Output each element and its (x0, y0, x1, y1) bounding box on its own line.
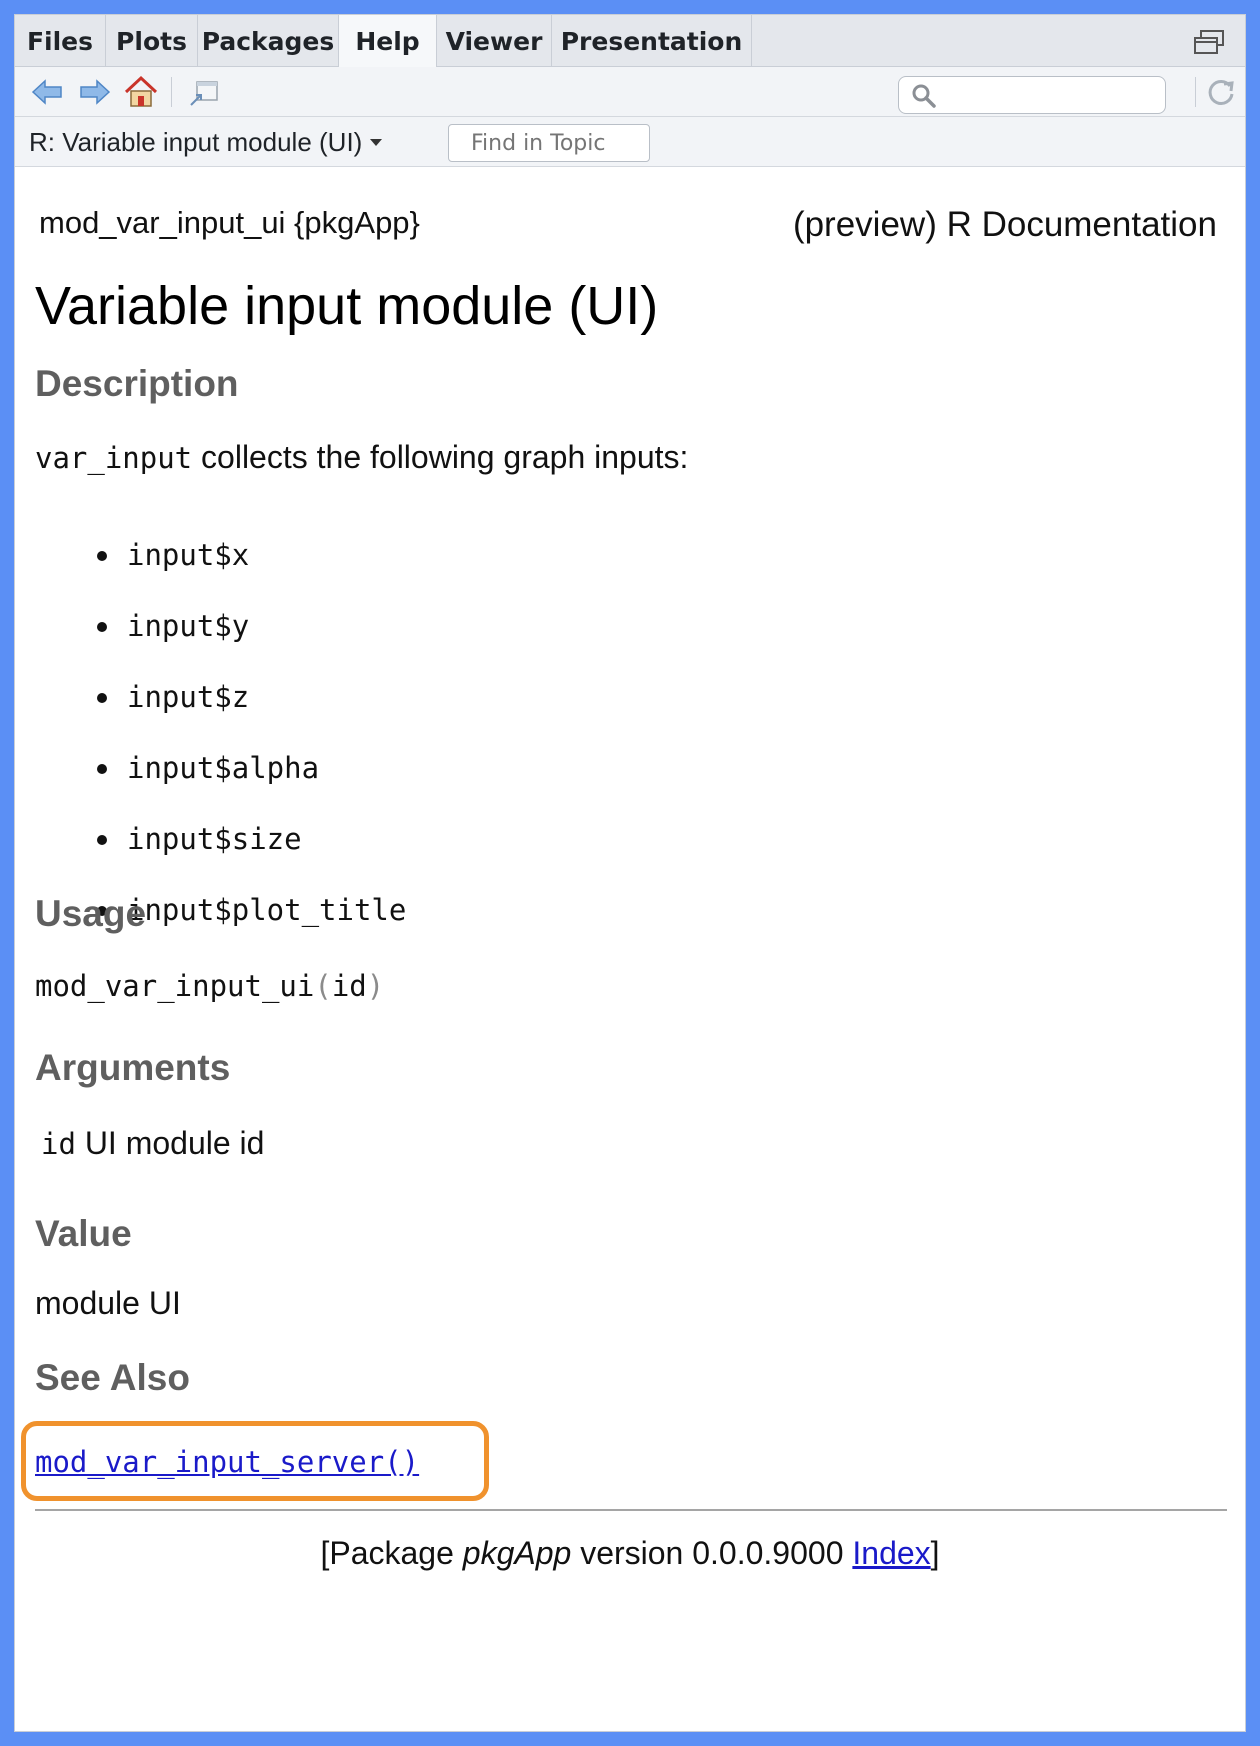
footer-divider (35, 1509, 1227, 1511)
usage-open-paren: ( (314, 969, 332, 1003)
tab-files[interactable]: Files (15, 15, 106, 67)
arguments-heading: Arguments (35, 1047, 231, 1088)
popout-window-icon[interactable] (1193, 29, 1225, 55)
list-item: input$size (87, 821, 406, 892)
list-item: input$plot_title (87, 892, 406, 963)
description-code: var_input (35, 441, 193, 475)
footer-version: version 0.0.0.9000 (571, 1535, 853, 1571)
description-sentence: collects the following graph inputs: (192, 439, 689, 475)
inputs-list: input$x input$y input$z input$alpha inpu… (87, 537, 406, 963)
see-also-link[interactable]: mod_var_input_server() (35, 1445, 420, 1479)
search-icon (912, 84, 936, 108)
highlight-box (21, 1421, 489, 1501)
tab-presentation[interactable]: Presentation (552, 15, 752, 67)
footer-suffix: ] (930, 1535, 940, 1571)
usage-heading: Usage (35, 893, 147, 934)
see-also-heading: See Also (35, 1357, 190, 1398)
value-heading: Value (35, 1213, 132, 1254)
description-text: var_input collects the following graph i… (35, 439, 688, 476)
forward-arrow-icon[interactable] (77, 75, 113, 109)
refresh-icon[interactable] (1203, 75, 1239, 109)
argument-row: id UI module id (41, 1125, 264, 1162)
footer-prefix: [Package (320, 1535, 463, 1571)
help-toolbar (15, 67, 1245, 117)
help-pane: Files Plots Packages Help Viewer Present… (14, 14, 1246, 1732)
doc-footer: [Package pkgApp version 0.0.0.9000 Index… (15, 1535, 1245, 1572)
list-item: input$alpha (87, 750, 406, 821)
usage-function-name: mod_var_input_ui (35, 969, 315, 1003)
doc-package-label: mod_var_input_ui {pkgApp} (39, 205, 420, 240)
page-title: Variable input module (UI) (35, 276, 659, 336)
list-item: input$x (87, 537, 406, 608)
tab-packages[interactable]: Packages (198, 15, 339, 67)
doc-type-label: (preview) R Documentation (792, 205, 1217, 244)
help-search-input[interactable] (943, 81, 1157, 109)
help-document: mod_var_input_ui {pkgApp} (preview) R Do… (15, 167, 1245, 1731)
value-text: module UI (35, 1285, 181, 1321)
home-icon[interactable] (123, 75, 159, 109)
find-in-topic-input[interactable] (448, 124, 650, 162)
tab-bar: Files Plots Packages Help Viewer Present… (15, 15, 1245, 68)
footer-package-name: pkgApp (462, 1535, 572, 1571)
topic-dropdown-label: R: Variable input module (UI) (29, 126, 363, 157)
topic-bar: R: Variable input module (UI) (15, 117, 1245, 167)
back-arrow-icon[interactable] (29, 75, 65, 109)
argument-name: id (41, 1127, 76, 1161)
tab-help[interactable]: Help (339, 15, 437, 68)
usage-argument: id (331, 969, 367, 1003)
topic-dropdown[interactable]: R: Variable input module (UI) (29, 125, 383, 159)
chevron-down-icon (370, 138, 383, 146)
help-search-box (898, 76, 1166, 114)
usage-code: mod_var_input_ui(id) (35, 969, 384, 1003)
index-link[interactable]: Index (852, 1535, 931, 1571)
show-in-new-window-icon[interactable] (187, 75, 223, 109)
list-item: input$y (87, 608, 406, 679)
list-item: input$z (87, 679, 406, 750)
argument-description: UI module id (75, 1125, 265, 1161)
usage-close-paren: ) (366, 969, 385, 1003)
description-heading: Description (35, 363, 239, 404)
tab-viewer[interactable]: Viewer (437, 15, 552, 67)
tab-plots[interactable]: Plots (106, 15, 198, 67)
